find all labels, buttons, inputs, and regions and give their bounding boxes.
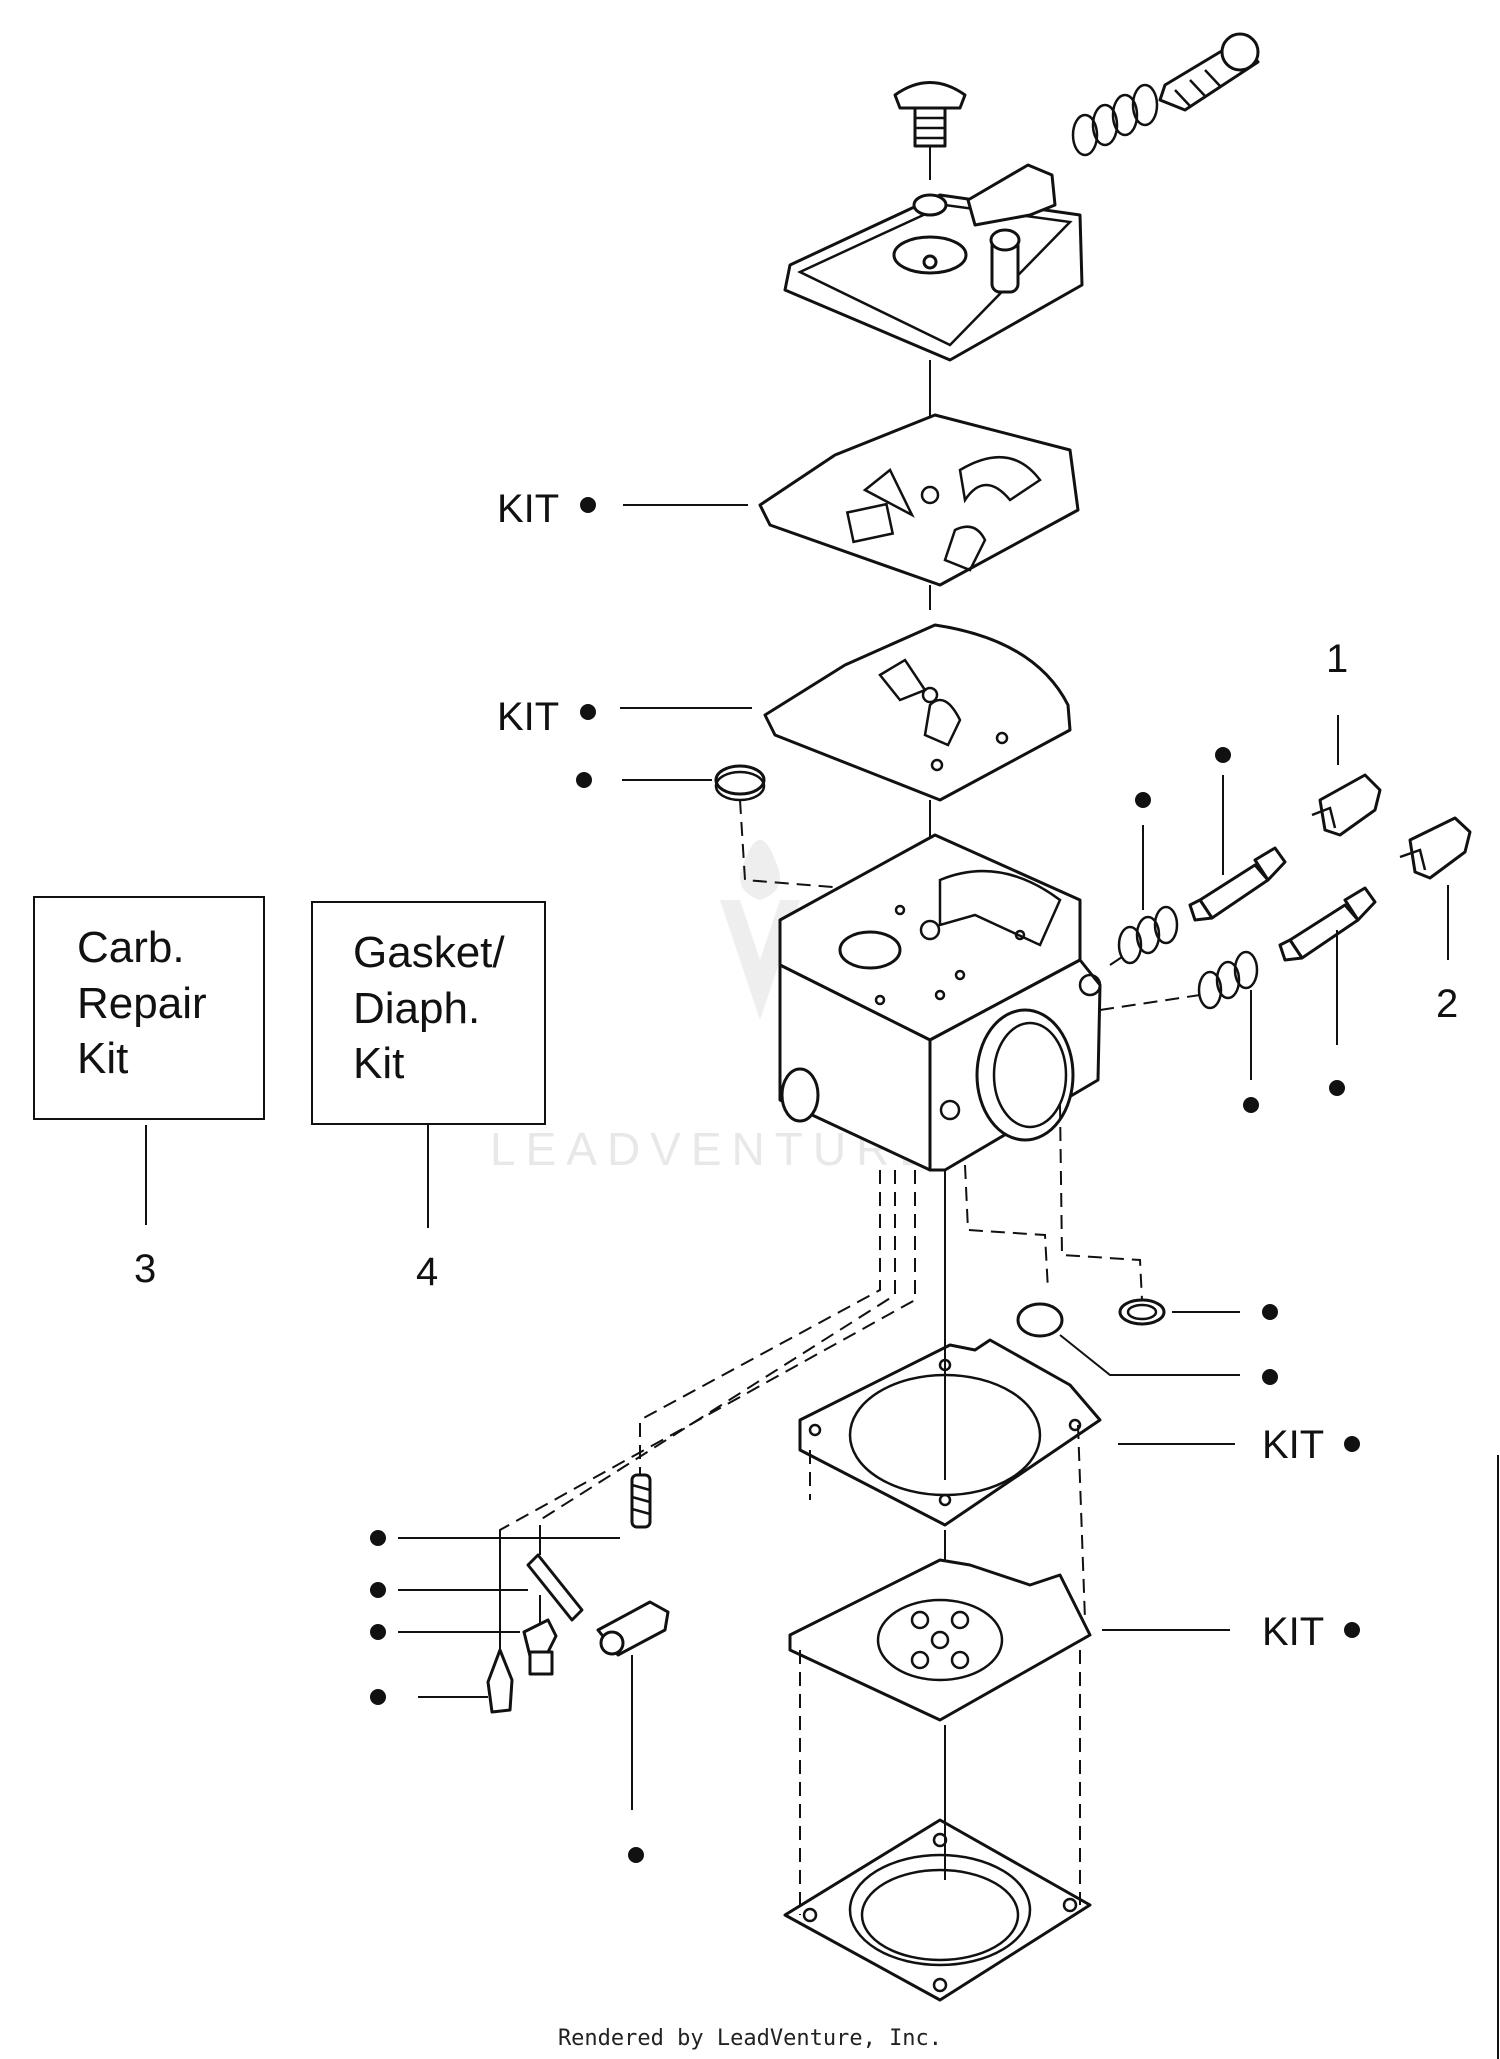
gasket-diaph-kit-box: Gasket/ Diaph. Kit [311,901,546,1125]
bullet [1243,1097,1259,1113]
metering-lever [596,1600,670,1657]
limiter-cap-1 [1311,773,1382,837]
bullet [370,1530,386,1546]
bullet [1262,1369,1278,1385]
bullet [1329,1080,1345,1096]
kit-label-pump-diaphragm: KIT [497,695,559,739]
carb-repair-kit-box: Carb. Repair Kit [33,896,265,1120]
callout-4: 4 [416,1250,438,1294]
top-screw [893,81,967,148]
gasket-diaph-kit-line-1: Gasket/ [353,928,505,977]
kit-label-metering-diaphragm: KIT [1262,1610,1324,1654]
bullet [580,497,596,513]
inlet-needle [486,1648,514,1714]
metering-gasket [798,1338,1102,1527]
metering-spring [630,1473,652,1529]
metering-cover [783,1818,1092,2002]
bullet [370,1624,386,1640]
low-speed-spring [1197,950,1259,1010]
high-speed-needle [1188,846,1287,922]
kit-label-metering-gasket: KIT [1262,1423,1324,1467]
bullet [1344,1436,1360,1452]
bullet [628,1847,644,1863]
bullet [1344,1622,1360,1638]
main-screen [1118,1298,1166,1326]
metering-lever-pin [526,1553,584,1622]
kit-label-pump-gasket: KIT [497,487,559,531]
idle-needle [1158,32,1260,112]
pump-diaphragm [763,623,1072,802]
bullet [1135,792,1151,808]
carb-repair-kit-line-1: Carb. [77,923,185,972]
carb-repair-kit-line-2: Repair [77,979,207,1028]
bullet [580,704,596,720]
pump-gasket [758,413,1080,587]
bullet [576,772,592,788]
top-cover [783,163,1084,362]
bullet [370,1689,386,1705]
gasket-diaph-kit-line-2: Diaph. [353,984,480,1033]
metering-diaphragm [788,1558,1092,1722]
bullet [1262,1304,1278,1320]
callout-3: 3 [134,1247,156,1291]
inlet-screen [714,764,766,802]
low-speed-needle [1278,886,1377,962]
welch-plug [1016,1302,1064,1338]
gasket-diaph-kit-line-3: Kit [353,1039,404,1088]
needle-spring [1071,83,1159,157]
callout-1: 1 [1326,637,1348,681]
bullet [370,1582,386,1598]
carb-repair-kit-line-3: Kit [77,1034,128,1083]
bullet [1215,747,1231,763]
lever-screw [522,1618,558,1676]
callout-2: 2 [1436,982,1458,1026]
bullets [370,497,1360,1863]
limiter-cap-2 [1399,816,1472,880]
high-speed-spring [1117,905,1179,965]
carburetor-body [778,833,1102,1172]
footer-credit: Rendered by LeadVenture, Inc. [558,2026,942,2051]
